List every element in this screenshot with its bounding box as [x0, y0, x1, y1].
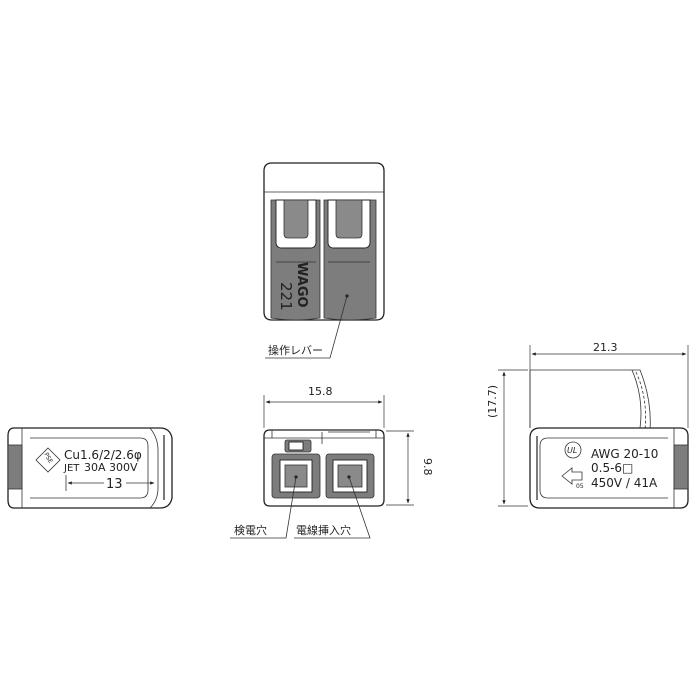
test-hole-label: 検電穴: [234, 523, 267, 537]
length-dim: 21.3: [593, 341, 618, 354]
total-height-dim: (17.7): [486, 385, 499, 418]
front-view: 15.8 9.8 検電穴 電線挿入穴: [230, 385, 434, 539]
svg-text:05: 05: [576, 483, 584, 490]
right-rating: 450V / 41A: [591, 476, 658, 490]
left-view-body: [7, 427, 173, 509]
wire-spec: Cu1.6/2/2.6φ: [64, 448, 142, 462]
pse-mark: PSE: [35, 447, 61, 473]
strip-length-dim: 13: [106, 477, 123, 492]
width-dim: 15.8: [308, 385, 333, 398]
left-side-view: PSE Cu1.6/2/2.6φ JET 30A 300V 13: [7, 427, 173, 509]
lever-label: 操作レバー: [268, 343, 323, 357]
right-lever: [323, 199, 377, 321]
ul-mark: UL: [564, 441, 582, 459]
left-lever: [270, 199, 321, 321]
height-dim: 9.8: [421, 458, 434, 476]
wire-hole-label: 電線挿入穴: [296, 523, 351, 537]
awg-range: AWG 20-10: [591, 447, 658, 461]
svg-text:PSE: PSE: [42, 452, 54, 465]
left-rating: 30A 300V: [84, 461, 138, 474]
model-number: 221: [277, 282, 295, 311]
certification-mark: 05: [561, 467, 584, 490]
right-view-body: [529, 427, 689, 509]
brand-logo: WAGO: [294, 262, 309, 308]
jet-label: JET: [63, 463, 80, 474]
right-side-view: 21.3 (17.7) UL AWG 20-10 0.5-6□ 450V / 4…: [486, 341, 689, 509]
cross-section: 0.5-6□: [591, 461, 633, 475]
top-view: WAGO 221 操作レバー: [263, 162, 385, 359]
svg-text:UL: UL: [567, 446, 577, 455]
